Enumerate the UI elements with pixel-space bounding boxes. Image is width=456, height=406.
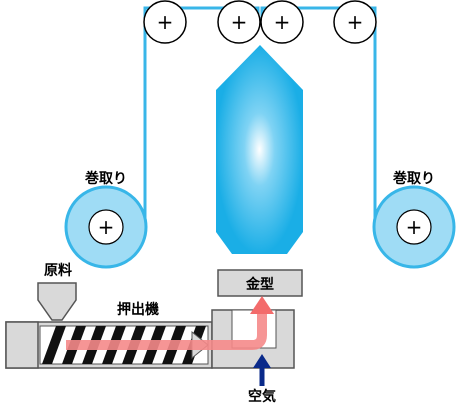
right-winder-label: 巻取り [393,170,435,187]
die-block [211,309,295,369]
roller-plus-icon: + [274,10,291,34]
air-label: 空気 [248,388,276,405]
winder-plus-icon: + [406,215,423,239]
extruder-label: 押出機 [117,301,159,318]
nip-rollers: + + + + [143,0,377,44]
air-arrow [253,354,271,386]
roller-1: + [143,0,187,44]
winder-plus-icon: + [98,215,115,239]
roller-plus-icon: + [347,10,364,34]
film-bubble [216,45,303,254]
die-label: 金型 [245,276,274,293]
roller-3: + [260,0,304,44]
winder-right: + [372,185,456,269]
roller-plus-icon: + [231,10,248,34]
roller-plus-icon: + [157,10,174,34]
winder-left: + [64,185,148,269]
melt-flow-arrow [66,296,274,350]
hopper [37,282,77,321]
roller-4: + [333,0,377,44]
die [217,269,303,297]
left-winder-label: 巻取り [85,170,127,187]
raw-material-label: 原料 [44,262,72,279]
roller-2: + [217,0,261,44]
